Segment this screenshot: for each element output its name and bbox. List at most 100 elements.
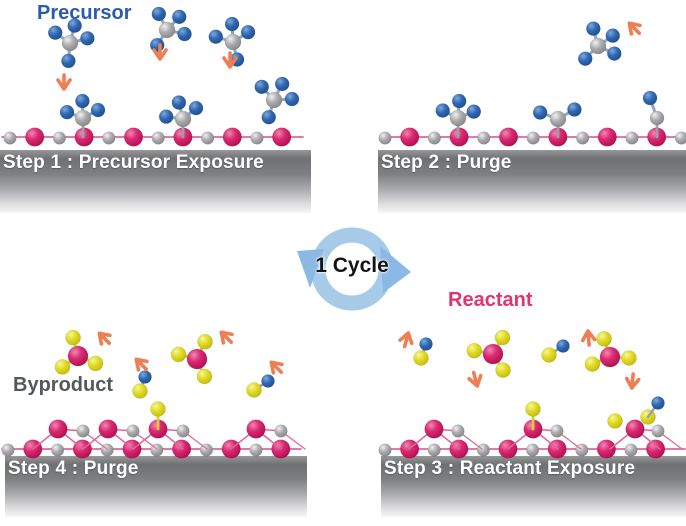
- byproduct-molecule-ligand-atom: [54, 359, 71, 375]
- overlayer-pink-atom: [625, 419, 645, 439]
- adsorbed-precursor-center-atom: [449, 109, 467, 127]
- surface-pink-atom: [123, 127, 144, 147]
- precursor-molecule-center-atom: [224, 33, 242, 51]
- precursor-molecule-ligand-atom: [208, 29, 224, 45]
- reactant-molecule-bond: [590, 355, 612, 366]
- adsorbed-precursor-center-atom: [174, 110, 192, 128]
- bond: [57, 428, 84, 432]
- byproduct-pair-bond: [547, 344, 565, 357]
- motion-arrow-icon: [219, 330, 234, 345]
- cluster-atom: [607, 413, 623, 429]
- motion-arrow-icon: [467, 370, 483, 388]
- precursor-molecule-ligand-atom: [240, 24, 256, 40]
- byproduct-pair-bond: [252, 379, 270, 392]
- surface-gray-atom: [150, 443, 164, 457]
- overlayer-pink-atom: [48, 419, 68, 439]
- bond: [107, 428, 134, 450]
- precursor-molecule-bond: [591, 27, 600, 48]
- step1-caption: Step 1 : Precursor Exposure: [3, 152, 264, 173]
- byproduct-molecule-ligand-atom: [65, 329, 81, 346]
- surface-gray-atom: [100, 443, 114, 457]
- adsorbed-precursor-bond: [456, 99, 461, 120]
- bond: [82, 430, 108, 450]
- surface-pink-atom: [400, 127, 420, 147]
- bond: [457, 430, 483, 450]
- surface-pink-atom: [74, 127, 94, 147]
- adsorbed-fragment-bond: [648, 96, 659, 120]
- precursor-molecule-ligand-atom: [261, 109, 277, 125]
- precursor-molecule-bond: [231, 30, 250, 44]
- byproduct-pair-atom: [556, 339, 570, 353]
- precursor-molecule-ligand-atom: [61, 53, 76, 69]
- overlayer-pink-atom: [246, 419, 266, 439]
- surface-pink-atom: [173, 127, 193, 147]
- adsorbed-fragment-ligand-atom: [567, 102, 582, 117]
- byproduct-pair-atom: [138, 370, 152, 384]
- surface-gray-atom: [378, 131, 392, 145]
- bond: [408, 428, 435, 450]
- reactant-molecule-ligand-atom: [584, 356, 601, 372]
- motion-arrow-icon: [580, 329, 597, 347]
- precursor-molecule-ligand-atom: [224, 16, 240, 32]
- bond: [57, 428, 84, 450]
- adsorbed-fragment-ligand-atom: [532, 105, 548, 120]
- motion-arrow-icon: [624, 372, 641, 390]
- precursor-molecule-bond: [157, 12, 169, 32]
- precursor-molecule-bond: [596, 44, 616, 56]
- precursor-molecule-ligand-atom: [229, 52, 245, 67]
- byproduct-pair-atom: [132, 383, 148, 399]
- surface-gray-atom: [3, 131, 17, 145]
- bond: [280, 430, 306, 450]
- bond: [609, 428, 636, 450]
- byproduct-label: Byproduct: [13, 374, 113, 396]
- adsorbed-precursor-ligand-atom: [451, 93, 467, 109]
- precursor-molecule-center-atom: [61, 34, 79, 52]
- adsorbed-precursor-bond: [80, 99, 85, 120]
- surface-gray-atom: [427, 131, 442, 145]
- precursor-molecule-ligand-atom: [586, 21, 601, 36]
- surface-gray-atom: [575, 443, 589, 457]
- substrate-step2: Step 2 : Purge: [378, 150, 686, 213]
- adsorbed-precursor-ligand-atom: [188, 100, 204, 116]
- surface-gray-atom: [575, 131, 590, 145]
- byproduct-pair-bond: [419, 342, 428, 360]
- surface-gray-atom: [525, 443, 540, 457]
- surface-pink-atom: [647, 127, 667, 147]
- motion-arrow-icon: [152, 43, 168, 61]
- reactant-molecule-ligand-atom: [495, 362, 511, 378]
- bond: [433, 428, 460, 450]
- overlayer-gray-atom: [651, 424, 665, 438]
- adsorbed-precursor-bond: [441, 109, 460, 120]
- surface-pink-atom: [222, 127, 242, 147]
- bond: [634, 428, 661, 450]
- bond: [532, 428, 559, 450]
- precursor-molecule-bond: [230, 22, 235, 44]
- bond: [182, 430, 208, 450]
- reactant-molecule-ligand-atom: [466, 342, 483, 359]
- precursor-molecule-bond: [231, 40, 239, 62]
- precursor-molecule-bond: [165, 15, 181, 32]
- bond: [132, 430, 158, 450]
- surface-pink-atom: [548, 127, 568, 147]
- adsorbed-precursor-bond: [177, 101, 185, 121]
- reactant-molecule-ligand-atom: [494, 329, 511, 346]
- precursor-molecule-bond: [66, 41, 72, 63]
- precursor-molecule-bond: [68, 24, 77, 45]
- motion-arrow-icon: [269, 360, 284, 375]
- byproduct-molecule-ligand-atom: [170, 346, 187, 363]
- precursor-molecule-bond: [272, 97, 294, 102]
- precursor-molecule-ligand-atom: [171, 9, 187, 25]
- reactant-molecule-bond: [608, 355, 631, 360]
- precursor-molecule-bond: [272, 82, 284, 102]
- adsorbed-precursor-bond: [181, 106, 198, 121]
- motion-arrow-icon: [398, 331, 414, 349]
- surface-pink-atom: [25, 127, 45, 147]
- surface-ligand-atom: [150, 401, 166, 417]
- precursor-molecule-bond: [155, 28, 169, 47]
- byproduct-pair-atom: [419, 337, 433, 351]
- byproduct-molecule-bond: [177, 352, 199, 361]
- byproduct-molecule-ligand-atom: [87, 355, 104, 372]
- motion-arrow-icon: [627, 21, 642, 36]
- byproduct-molecule-bond: [76, 354, 97, 365]
- surface-gray-atom: [249, 443, 263, 457]
